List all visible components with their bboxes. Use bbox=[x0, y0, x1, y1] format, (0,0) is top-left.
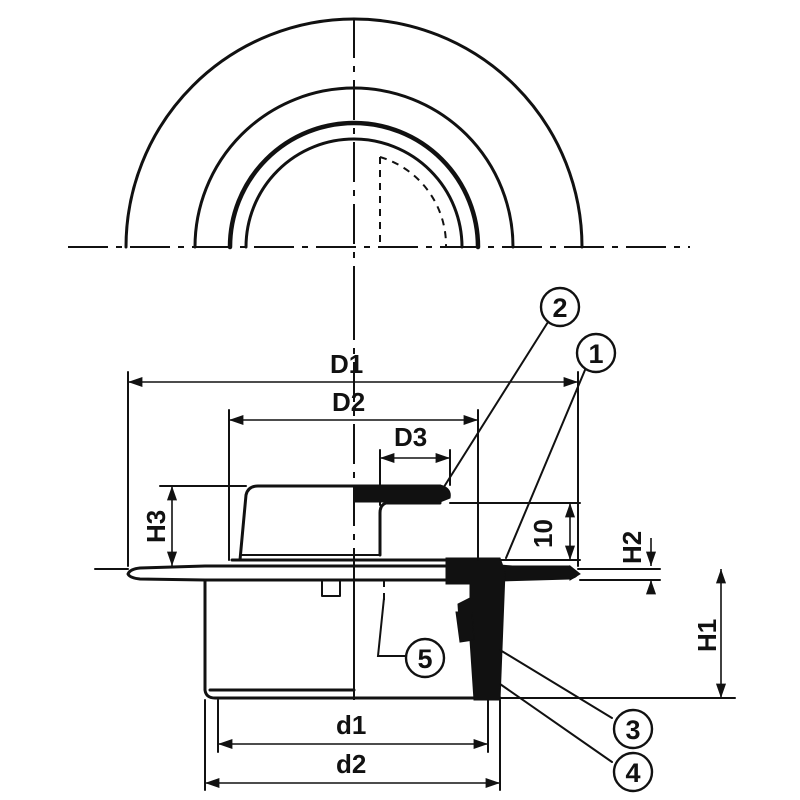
top-view bbox=[68, 17, 690, 318]
part-balloon-5: 5 bbox=[404, 637, 446, 679]
strainer-rib bbox=[353, 484, 451, 503]
flange-solid-right bbox=[499, 565, 571, 579]
inner-ring-arc-inner bbox=[244, 137, 464, 249]
leader-part-1 bbox=[505, 369, 586, 559]
H2-label: H2 bbox=[617, 531, 647, 564]
middle-ring-arc bbox=[193, 86, 515, 249]
svg-text:3: 3 bbox=[625, 715, 640, 745]
H3-label: H3 bbox=[141, 510, 171, 543]
H1-label: H1 bbox=[692, 619, 722, 652]
small-tab bbox=[321, 579, 341, 597]
D2-label: D2 bbox=[332, 387, 365, 417]
inner-ring-arc-outer bbox=[227, 120, 481, 250]
part-balloon-1: 1 bbox=[575, 332, 617, 374]
svg-text:4: 4 bbox=[625, 758, 640, 788]
flange-solid-tip bbox=[569, 564, 581, 581]
leader-part-4 bbox=[499, 683, 613, 763]
side-view: D1 D2 D3 H3 10 H2 H1 d1 bbox=[94, 286, 736, 793]
part-balloon-4: 4 bbox=[612, 751, 654, 793]
clamp-nut bbox=[455, 611, 475, 643]
svg-text:5: 5 bbox=[417, 644, 432, 674]
svg-text:1: 1 bbox=[588, 339, 603, 369]
D1-label: D1 bbox=[330, 349, 363, 379]
part-balloon-2: 2 bbox=[539, 286, 581, 328]
grate-hidden-arc bbox=[379, 156, 448, 248]
clamp-section bbox=[445, 557, 506, 701]
leader-part-5 bbox=[376, 597, 407, 657]
svg-text:2: 2 bbox=[552, 293, 567, 323]
leader-part-3 bbox=[499, 649, 613, 719]
part-balloon-3: 3 bbox=[612, 708, 654, 750]
outer-flange-arc bbox=[124, 17, 584, 249]
drain-body bbox=[203, 578, 502, 700]
ten-label: 10 bbox=[528, 519, 558, 548]
d2-label: d2 bbox=[336, 749, 366, 779]
D3-label: D3 bbox=[394, 422, 427, 452]
d1-label: d1 bbox=[336, 710, 366, 740]
leader-part-2 bbox=[441, 321, 549, 491]
